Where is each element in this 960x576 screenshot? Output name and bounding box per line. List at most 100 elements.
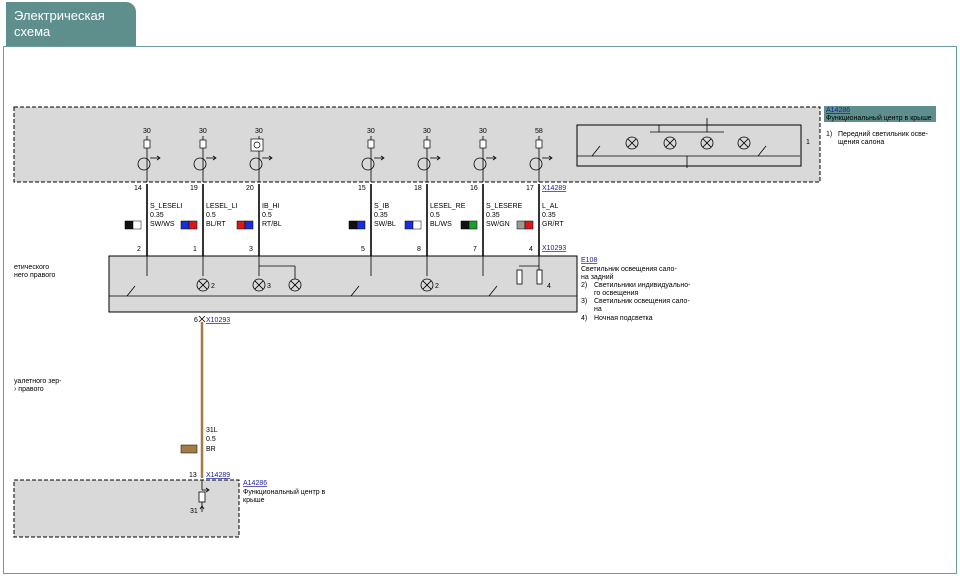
supply-label-2: 30	[199, 128, 207, 135]
transistor-6	[473, 157, 487, 171]
ground-switch	[198, 480, 210, 512]
front-lamp-bulb-3	[700, 136, 714, 150]
rear-lamp-label-3: 2	[435, 283, 439, 290]
pin-top-6: 16	[470, 185, 478, 192]
supply-fuse-1	[143, 139, 151, 149]
wire-gauge-1: 0.35	[150, 212, 164, 219]
title-line-1: Электрическая	[14, 8, 105, 23]
wire-color-1: SW/WS	[150, 221, 175, 228]
ground-wire-signal: 31L	[206, 427, 218, 434]
wire-signal-6: S_LESERE	[486, 203, 523, 210]
wire-swatch-a-3	[236, 220, 246, 230]
rear-switch-2	[350, 285, 360, 297]
transistor-4	[361, 157, 375, 171]
supply-fuse-7	[535, 139, 543, 149]
wire-color-2: BL/RT	[206, 221, 226, 228]
wire-gauge-4: 0.35	[374, 212, 388, 219]
rear-lamp-3b	[288, 278, 302, 292]
control-arrow-5	[436, 155, 441, 161]
wire-gauge-3: 0.5	[262, 212, 272, 219]
roof-unit-top-id[interactable]: A14286	[826, 107, 850, 114]
diagram-frame	[3, 46, 957, 574]
connector-mid[interactable]: X10293	[542, 245, 566, 252]
supply-fuse-4	[367, 139, 375, 149]
control-arrow-1	[156, 155, 161, 161]
wire-signal-3: IB_HI	[262, 203, 280, 210]
wire-swatch-b-6	[468, 220, 478, 230]
roof-unit-bottom-box	[13, 479, 240, 538]
rear-lamp-label-1: 2	[211, 283, 215, 290]
ground-wire-color: BR	[206, 446, 216, 453]
supply-label-5: 30	[423, 128, 431, 135]
roof-unit-top-item-line1: Передний светильник осве-	[838, 130, 929, 138]
pin-bottom-1: 2	[137, 246, 141, 253]
rear-light-desc-10: Ночная подсветка	[594, 315, 653, 322]
wire-color-7: GR/RT	[542, 221, 564, 228]
pin-bottom-4: 5	[361, 246, 365, 253]
edge-label-1-line1: етического	[14, 264, 49, 271]
wire-signal-5: LESEL_RE	[430, 203, 466, 210]
ground-connector-bottom[interactable]: X14289	[206, 472, 230, 479]
wire-signal-1: S_LESELI	[150, 203, 182, 210]
night-light-resistor-a	[516, 269, 523, 285]
title-tab[interactable]: Электрическая схема	[6, 2, 136, 46]
control-arrow-2	[212, 155, 217, 161]
ground-connector-mid[interactable]: X10293	[206, 317, 230, 324]
ground-pin-top: 6	[194, 317, 198, 324]
rear-switch-1	[126, 285, 136, 297]
wire-columns: 3014S_LESELI0.35SW/WS23019LESEL_LI0.5BL/…	[124, 128, 564, 256]
rear-lamp-labels: 2 3 2 4	[211, 283, 551, 290]
wire-swatch-b-4	[356, 220, 366, 230]
rear-lamp-2a	[196, 278, 210, 292]
connector-top[interactable]: X14289	[542, 185, 566, 192]
pin-top-4: 15	[358, 185, 366, 192]
roof-unit-top-label-bg	[824, 106, 936, 122]
roof-unit-bottom-name-1: Функциональный центр в	[243, 488, 326, 496]
roof-unit-bottom-name-2: крыше	[243, 497, 265, 504]
rear-light-desc-4: Светильники индивидуально-	[594, 282, 691, 289]
ground-wire-color-swatch	[180, 444, 198, 454]
rear-light-desc-9: 4)	[581, 315, 587, 322]
roof-unit-top-item-num: 1)	[826, 131, 832, 138]
pin-bottom-2: 1	[193, 246, 197, 253]
pin-bottom-6: 7	[473, 246, 477, 253]
wire-color-4: SW/BL	[374, 221, 396, 228]
wire-signal-4: S_IB	[374, 203, 390, 210]
rear-lamp-label-4: 4	[547, 283, 551, 290]
wire-swatch-b-7	[524, 220, 534, 230]
rear-light-desc-3: 2)	[581, 282, 587, 289]
rear-light-desc-6: 3)	[581, 298, 587, 305]
wire-swatch-b-2	[188, 220, 198, 230]
rear-lamp-label-2: 3	[267, 283, 271, 290]
pin-top-1: 14	[134, 185, 142, 192]
pin-top-3: 20	[246, 185, 254, 192]
transistor-1	[137, 157, 151, 171]
transistor-2	[193, 157, 207, 171]
title-line-2: схема	[14, 24, 51, 39]
wire-color-5: BL/WS	[430, 221, 452, 228]
wire-swatch-a-4	[348, 220, 358, 230]
ground-wire-top-mark-b	[198, 315, 206, 323]
ground-pin-bottom: 13	[189, 472, 197, 479]
wire-swatch-a-6	[460, 220, 470, 230]
front-lamp-bulbs	[625, 136, 751, 150]
wire-signal-7: L_AL	[542, 203, 558, 210]
wire-gauge-5: 0.5	[430, 212, 440, 219]
rear-light-desc-5: го освещения	[594, 290, 639, 297]
supply-label-1: 30	[143, 128, 151, 135]
front-lamp-pin: 1	[806, 139, 810, 146]
wire-signal-2: LESEL_LI	[206, 203, 238, 210]
transistor-7	[529, 157, 543, 171]
rear-light-box	[108, 255, 578, 313]
rear-lamp-3a	[252, 278, 266, 292]
rear-light-id[interactable]: E108	[581, 257, 597, 264]
roof-unit-bottom-id[interactable]: A14286	[243, 480, 267, 487]
rear-light-circuit	[109, 256, 577, 297]
rear-light-desc-7: Светильник освещения сало-	[594, 298, 690, 305]
